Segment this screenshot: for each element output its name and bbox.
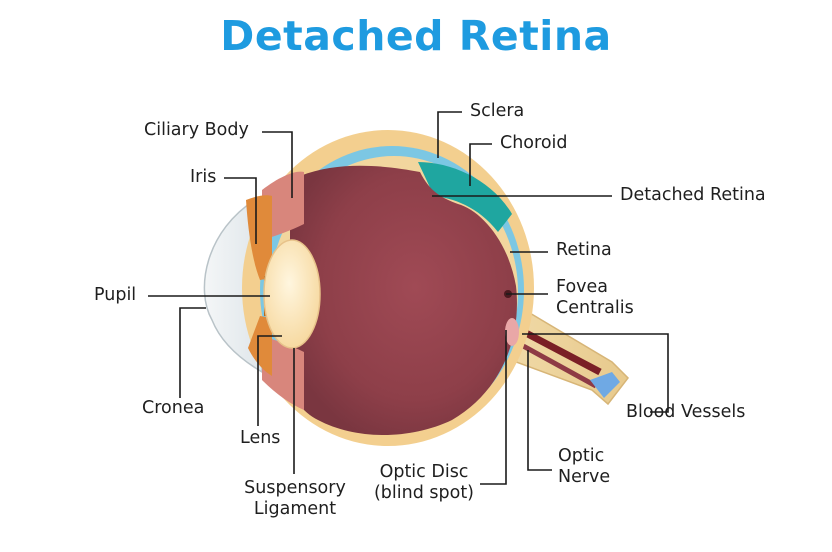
nerve-tip-shape bbox=[590, 372, 620, 398]
label-suspensory-ligament: Suspensory Ligament bbox=[240, 478, 350, 520]
label-retina: Retina bbox=[556, 240, 612, 260]
lens-shape bbox=[263, 239, 321, 349]
label-pupil: Pupil bbox=[94, 285, 137, 305]
label-fovea-centralis: Fovea Centralis bbox=[556, 277, 634, 319]
label-iris: Iris bbox=[190, 167, 217, 187]
label-optic-disc-line2: (blind spot) bbox=[373, 483, 475, 503]
leader-lens bbox=[257, 335, 282, 426]
leader-iris bbox=[224, 177, 257, 244]
label-optic-disc: Optic Disc (blind spot) bbox=[372, 462, 476, 504]
label-cronea: Cronea bbox=[142, 398, 205, 418]
label-lens: Lens bbox=[240, 428, 281, 448]
label-fovea-line1: Fovea bbox=[556, 277, 608, 297]
label-optic-disc-line1: Optic Disc bbox=[379, 462, 469, 482]
leader-choroid bbox=[469, 143, 492, 186]
optic-disc-shape bbox=[505, 318, 519, 346]
leader-optic-nerve bbox=[527, 350, 552, 471]
leader-cronea bbox=[179, 307, 206, 398]
label-blood-vessels: Blood Vessels bbox=[626, 402, 746, 422]
leader-optic-disc bbox=[480, 330, 507, 485]
detached-retina-shape bbox=[418, 162, 512, 232]
label-detached-retina: Detached Retina bbox=[620, 185, 766, 205]
label-sclera: Sclera bbox=[470, 101, 525, 121]
label-suspensory-line1: Suspensory bbox=[244, 478, 346, 498]
label-optic-nerve: Optic Nerve bbox=[558, 446, 610, 488]
label-choroid: Choroid bbox=[500, 133, 568, 153]
ciliary-body-shape bbox=[262, 171, 304, 240]
label-optic-nerve-line2: Nerve bbox=[558, 467, 611, 487]
label-optic-nerve-line1: Optic bbox=[558, 446, 605, 466]
label-ciliary-body: Ciliary Body bbox=[144, 120, 249, 140]
leader-sclera bbox=[437, 111, 462, 158]
page-title: Detached Retina bbox=[220, 12, 612, 60]
label-fovea-line2: Centralis bbox=[556, 298, 634, 318]
iris-shape bbox=[246, 195, 272, 280]
vitreous-shape bbox=[290, 165, 517, 435]
leader-blood-vessels bbox=[522, 333, 669, 413]
iris-shape bbox=[248, 316, 272, 376]
leader-ciliary bbox=[262, 131, 293, 198]
label-suspensory-line2: Ligament bbox=[253, 499, 337, 519]
